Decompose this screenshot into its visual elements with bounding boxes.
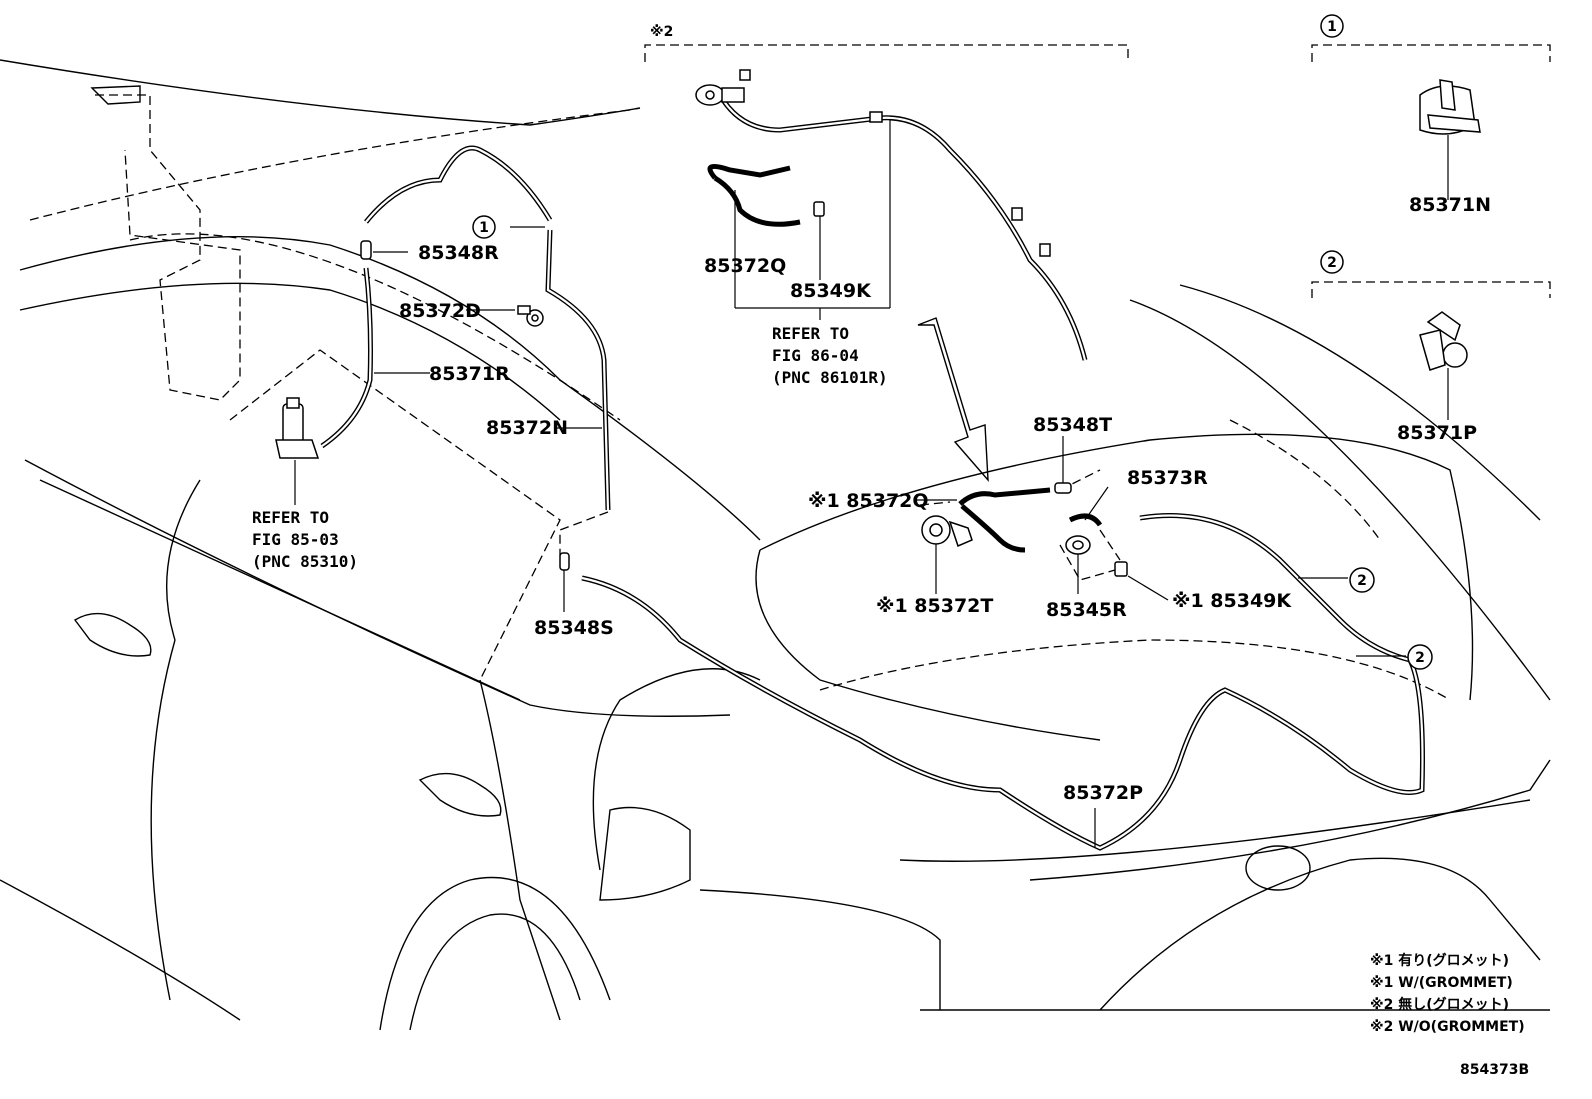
ref2-line1: REFER TO <box>772 324 849 343</box>
reference-note-85310: REFER TO FIG 85-03 (PNC 85310) <box>252 508 358 571</box>
label-85345R: 85345R <box>1046 599 1127 621</box>
view-arrow <box>917 317 989 483</box>
nozzle-85349K-top <box>813 201 825 217</box>
washer-nozzle-top <box>695 69 751 106</box>
legend-line-1: ※1 有り(グロメット) <box>1370 952 1509 969</box>
label-85371N: 85371N <box>1409 194 1491 216</box>
circle-callout-2-header: 2 <box>1320 250 1344 274</box>
ref1-line1: REFER TO <box>252 508 329 527</box>
washer-hose-upper <box>364 145 553 224</box>
label-85349K-mid: ※1 85349K <box>1172 590 1292 612</box>
clip-85371P <box>1419 311 1468 420</box>
group-bracket-clip-2 <box>1311 281 1551 298</box>
legend-line-3: ※2 無し(グロメット) <box>1370 996 1509 1013</box>
washer-pump <box>275 397 320 459</box>
clip-85371N <box>1419 79 1481 200</box>
figure-code: 854373B <box>1460 1062 1529 1078</box>
ref1-line2: FIG 85-03 <box>252 530 339 549</box>
label-85371R: 85371R <box>429 363 510 385</box>
label-85348T: 85348T <box>1033 414 1112 436</box>
circle-callout-2-on-hose-b: 2 <box>1407 644 1433 670</box>
circle-callout-1-on-hose: 1 <box>472 215 496 239</box>
label-85373R: 85373R <box>1127 467 1208 489</box>
group-bracket-clip-1 <box>1311 44 1551 62</box>
washer-hose-top-group <box>717 93 1088 361</box>
ref2-line3: (PNC 86101R) <box>772 368 888 387</box>
label-85372N: 85372N <box>486 417 568 439</box>
washer-hose-85372P <box>581 513 1425 851</box>
svg-text:2: 2 <box>1327 255 1337 271</box>
washer-hose-85372Q-top <box>707 163 801 227</box>
legend: ※1 有り(グロメット) ※1 W/(GROMMET) ※2 無し(グロメット)… <box>1370 952 1525 1035</box>
washer-hose-85372Q-mid <box>958 487 1051 553</box>
rear-lamp <box>1245 845 1311 891</box>
grommet-85372D <box>517 305 544 327</box>
svg-text:1: 1 <box>479 220 489 236</box>
svg-text:1: 1 <box>1327 19 1337 35</box>
joint-85348T <box>1054 482 1072 494</box>
label-85372Q-top: 85372Q <box>704 255 786 277</box>
legend-line-2: ※1 W/(GROMMET) <box>1370 975 1513 991</box>
grommet-85345R <box>1065 535 1091 555</box>
joint-85348R <box>360 240 372 260</box>
label-85372Q-mid: ※1 85372Q <box>808 490 929 512</box>
svg-text:2: 2 <box>1357 573 1367 589</box>
label-85371P: 85371P <box>1397 422 1477 444</box>
label-85348S: 85348S <box>534 617 614 639</box>
joint-85348S <box>559 552 570 571</box>
washer-hose-85371R <box>320 267 373 449</box>
vehicle-body-outline <box>0 59 1551 1031</box>
part-labels: 85371N 85371P 85348R 85372D 85371R 85372… <box>399 194 1491 804</box>
circle-callout-1-header: 1 <box>1320 14 1344 38</box>
group-mark-2: ※2 <box>650 24 673 40</box>
group-bracket-w-o-grommet <box>644 44 1129 62</box>
washer-hose-85373R <box>1068 513 1103 527</box>
svg-text:2: 2 <box>1415 650 1425 666</box>
label-85349K-top: 85349K <box>790 280 872 302</box>
nozzle-85349K-mid <box>1114 561 1128 577</box>
reference-note-86101R: REFER TO FIG 86-04 (PNC 86101R) <box>772 324 888 387</box>
clip-on-hose-top <box>869 111 1051 257</box>
washer-hose-85372N <box>545 229 611 511</box>
label-85372D: 85372D <box>399 300 481 322</box>
grommet-85372T <box>921 515 973 548</box>
label-85348R: 85348R <box>418 242 499 264</box>
legend-line-4: ※2 W/O(GROMMET) <box>1370 1019 1525 1035</box>
leader-lines <box>294 120 1406 848</box>
ref1-line3: (PNC 85310) <box>252 552 358 571</box>
label-85372T: ※1 85372T <box>876 595 993 617</box>
label-85372P: 85372P <box>1063 782 1143 804</box>
circle-callout-2-on-hose-a: 2 <box>1349 567 1375 593</box>
ref2-line2: FIG 86-04 <box>772 346 859 365</box>
